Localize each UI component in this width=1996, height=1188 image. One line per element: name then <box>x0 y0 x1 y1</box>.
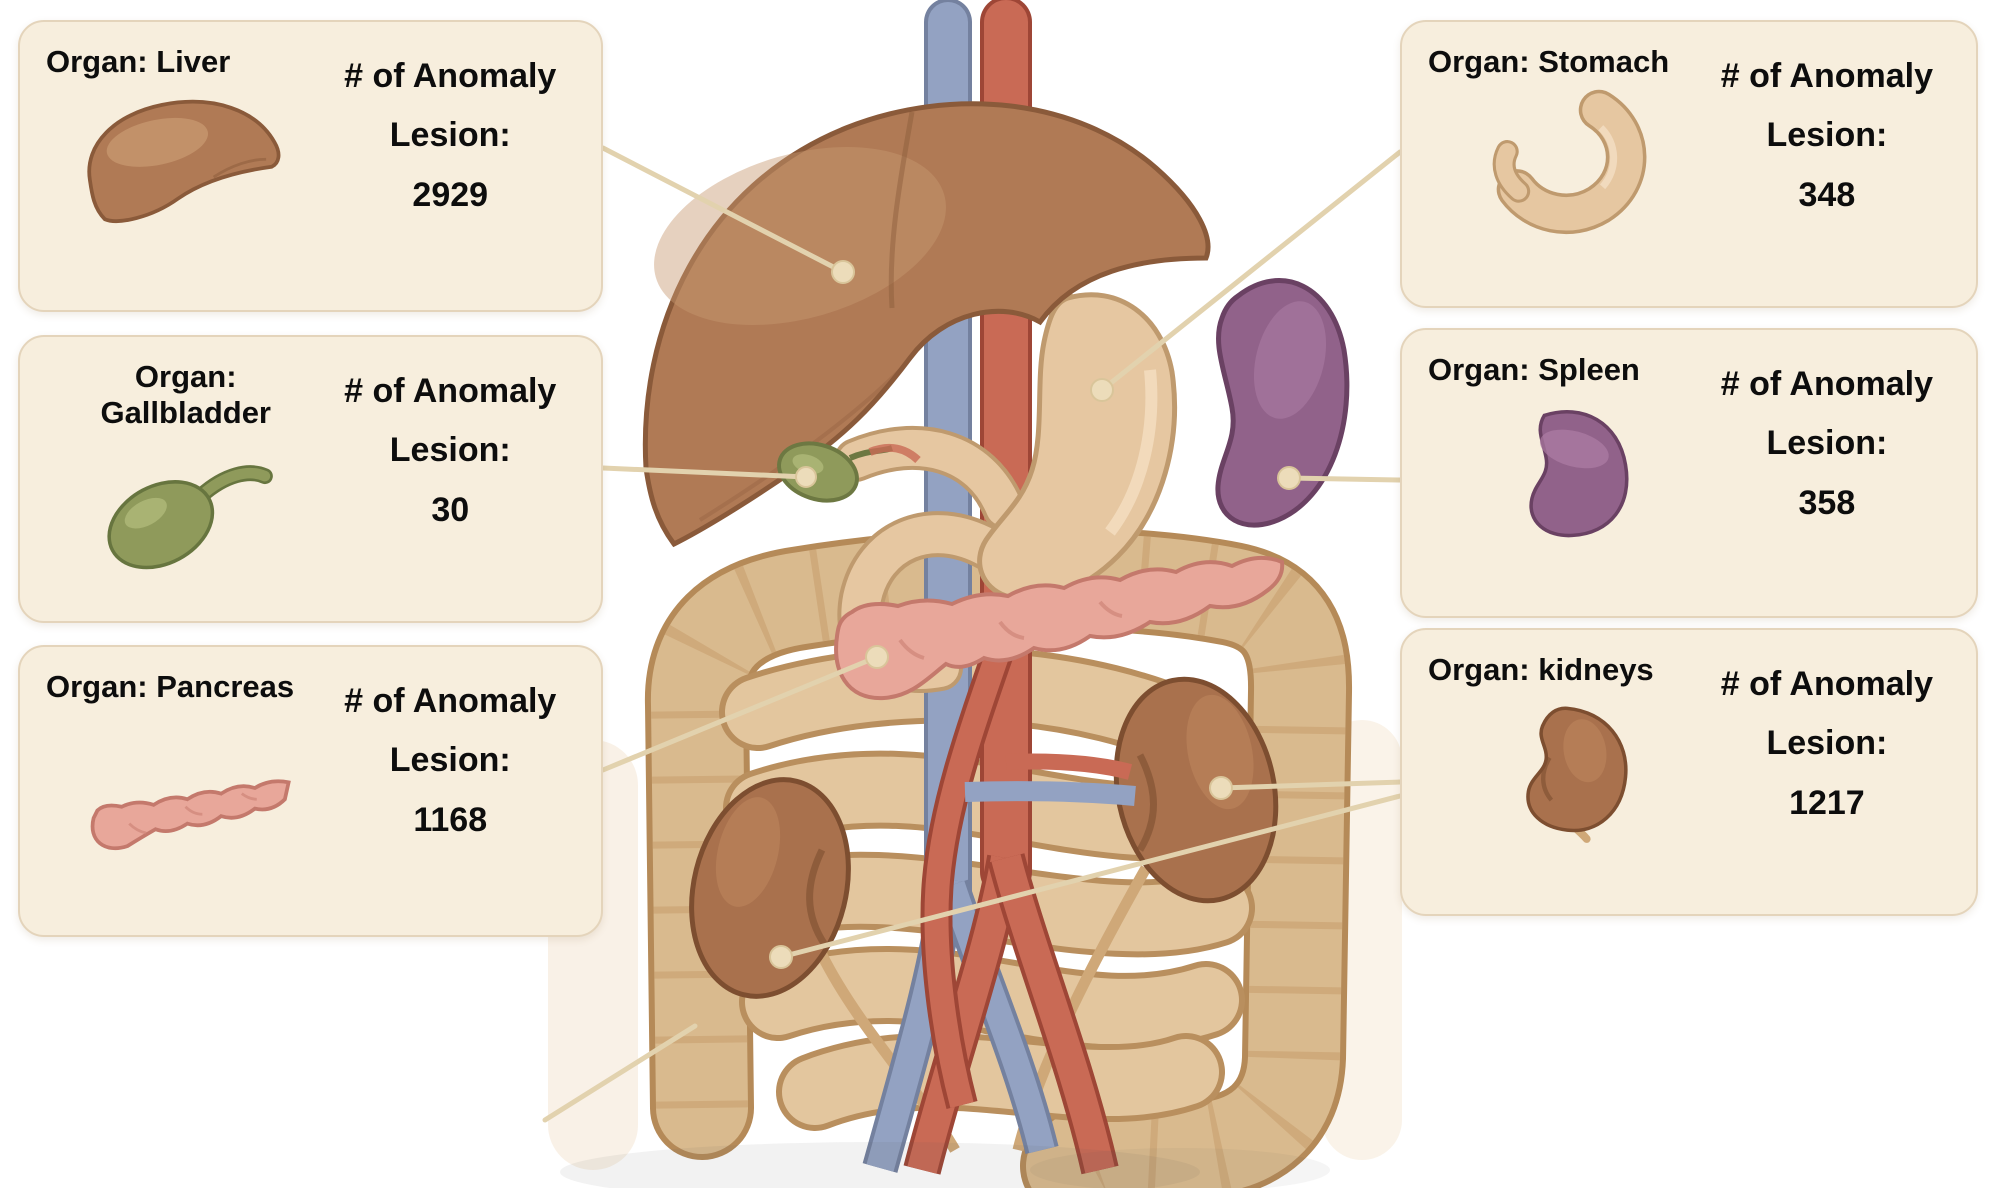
connector-dot-gallbladder <box>795 466 817 488</box>
anomaly-label: # of Anomaly <box>344 372 557 410</box>
connector-liver <box>600 145 846 275</box>
pancreas-icon-texture <box>128 792 258 835</box>
callout-stomach: Organ: Stomach # of Anomaly Lesion: 348 <box>1400 20 1978 308</box>
kidney-icon-highlight <box>1563 718 1607 782</box>
liver-organ-label: Organ: Liver <box>46 44 231 79</box>
renal-vein <box>964 781 1136 806</box>
kidneys-illustration <box>689 676 1279 1153</box>
connector-spleen <box>1286 475 1403 483</box>
connector-dot-kidney-left <box>769 945 793 969</box>
stomach-icon-pylorus <box>1496 142 1528 200</box>
small-intestine-loop <box>782 1038 1219 1125</box>
gallbladder-organ-label: Organ: Gallbladder <box>100 359 271 430</box>
ground-shadow <box>1030 1148 1330 1188</box>
pancreas-texture <box>1098 600 1123 618</box>
spleen-illustration <box>1215 278 1350 528</box>
kidney-icon <box>1526 706 1628 843</box>
stomach-organ-label: Organ: Stomach <box>1428 44 1670 79</box>
liver-icon-lobe-line <box>213 157 267 178</box>
lesion-label: Lesion: <box>389 431 511 470</box>
connector-dot-kidney-right <box>1209 776 1233 800</box>
left-kidney-highlight <box>715 797 781 907</box>
lesion-label: Lesion: <box>389 741 511 780</box>
connector-tail <box>542 1023 698 1123</box>
connector-dot-liver <box>831 260 855 284</box>
stomach-icon-highlight <box>1598 124 1618 189</box>
kidneys-lesion-count: 1217 <box>1789 783 1865 822</box>
spleen-icon-highlight <box>1540 429 1610 468</box>
lesion-label: Lesion: <box>389 116 511 155</box>
stomach-highlight <box>1105 369 1158 536</box>
pancreas-texture <box>998 620 1025 640</box>
connector-dot-stomach <box>1090 378 1114 402</box>
pancreas-illustration <box>834 555 1285 701</box>
pancreas-texture <box>898 638 925 660</box>
lesion-label: Lesion: <box>1766 724 1888 763</box>
kidneys-organ-label: Organ: kidneys <box>1428 652 1654 687</box>
callout-spleen: Organ: Spleen # of Anomaly Lesion: 358 <box>1400 328 1978 618</box>
spleen-lesion-count: 358 <box>1798 483 1856 522</box>
pancreas-icon <box>90 779 292 850</box>
right-kidney-hilum <box>1136 753 1157 852</box>
liver-icon-highlight <box>106 117 209 167</box>
connectors <box>542 145 1403 1123</box>
liver-icon <box>87 99 281 223</box>
gallbladder-icon <box>107 465 274 570</box>
lesion-label: Lesion: <box>1766 424 1888 463</box>
callout-gallbladder: Organ: Gallbladder # of Anomaly Lesion: … <box>18 335 603 623</box>
liver-highlight <box>654 146 946 326</box>
gallbladder-icon-body <box>107 480 215 570</box>
pancreas-lesion-count: 1168 <box>413 800 488 839</box>
connector-dot-pancreas <box>865 645 889 669</box>
connector-kidney-left <box>778 793 1403 960</box>
stomach-icon <box>1493 89 1647 234</box>
liver-body <box>642 101 1211 548</box>
anomaly-label: # of Anomaly <box>344 682 557 720</box>
left-kidney-hilum <box>806 848 828 947</box>
stomach-icon-body <box>1500 92 1644 231</box>
callout-pancreas: Organ: Pancreas # of Anomaly Lesion: 116… <box>18 645 603 937</box>
hepatic-artery <box>868 443 921 464</box>
liver-lesion-count: 2929 <box>412 175 489 214</box>
pancreas-body <box>834 555 1285 701</box>
connector-gallbladder <box>600 465 809 480</box>
pancreas-organ-label: Organ: Pancreas <box>46 669 295 704</box>
liver-ligament-crease <box>888 111 915 309</box>
right-kidney-highlight <box>1186 694 1254 810</box>
gallbladder-icon-duct <box>196 468 271 502</box>
connector-pancreas <box>600 654 880 773</box>
callout-kidneys: Organ: kidneys # of Anomaly Lesion: 1217 <box>1400 628 1978 916</box>
liver-illustration <box>642 101 1211 548</box>
stomach-lesion-count: 348 <box>1798 175 1856 214</box>
anomaly-label: # of Anomaly <box>1720 365 1933 403</box>
gallbladder-lesion-count: 30 <box>431 490 470 529</box>
anomaly-label: # of Anomaly <box>344 57 557 95</box>
gallbladder-icon-highlight <box>124 498 168 529</box>
anomaly-label: # of Anomaly <box>1720 57 1933 95</box>
spleen-organ-label: Organ: Spleen <box>1428 352 1640 387</box>
connector-dot-spleen <box>1277 466 1301 490</box>
mesenteric-artery <box>924 626 1018 1109</box>
spleen-icon <box>1529 409 1629 537</box>
anomaly-label: # of Anomaly <box>1720 665 1933 703</box>
spleen-icon-body <box>1529 409 1629 537</box>
iliac-vein-right <box>939 880 1055 1154</box>
spleen-highlight <box>1253 301 1327 419</box>
lesion-label: Lesion: <box>1766 116 1888 155</box>
kidney-icon-hilum <box>1541 756 1554 802</box>
pancreas-icon-body <box>90 779 292 850</box>
renal-artery <box>1005 753 1133 780</box>
callout-liver: Organ: Liver # of Anomaly Lesion: 2929 <box>18 20 603 312</box>
ground-shadow <box>560 1142 1200 1188</box>
connector-stomach <box>1099 149 1403 393</box>
connector-kidney-right <box>1218 779 1403 791</box>
